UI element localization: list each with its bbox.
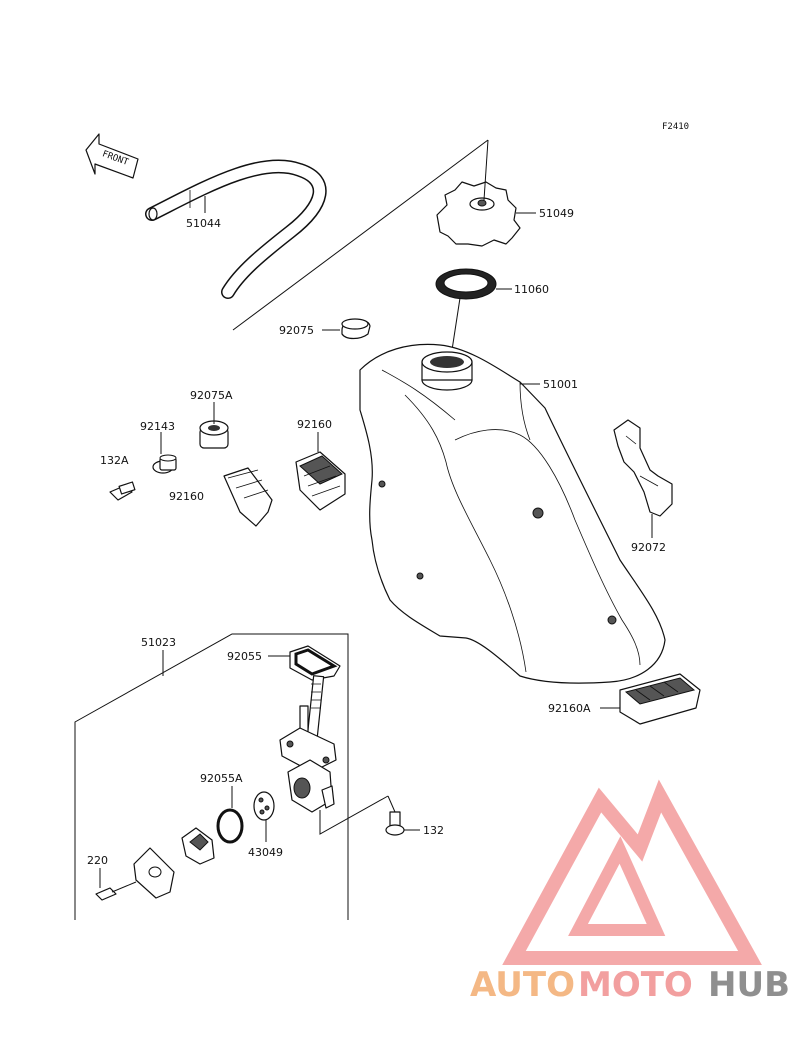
watermark-moto: MOTO: [578, 965, 693, 1005]
fuel-tank: [359, 343, 666, 684]
rubber-mid: [295, 451, 346, 511]
label-92075A: 92075A: [190, 389, 233, 402]
fuel-screen: [253, 791, 275, 821]
label-92075: 92075: [279, 324, 314, 337]
rubber-bottom: [619, 673, 701, 725]
label-92055: 92055: [227, 650, 262, 663]
diagram-code: F2410: [662, 122, 689, 132]
cock-lever: [181, 827, 215, 865]
label-92143: 92143: [140, 420, 175, 433]
cock-plate: [133, 847, 175, 899]
collar: [152, 454, 177, 474]
watermark-hub: HUB: [708, 965, 790, 1005]
label-11060: 11060: [514, 283, 549, 296]
label-220: 220: [87, 854, 108, 867]
rubber-small: [223, 467, 273, 527]
damper-top: [199, 420, 229, 449]
label-51001: 51001: [543, 378, 578, 391]
fuel-cock: [279, 675, 337, 813]
label-132A: 132A: [100, 454, 129, 467]
label-51044: 51044: [186, 217, 221, 230]
label-51049: 51049: [539, 207, 574, 220]
automotohub-logo: AUTO MOTO HUB: [470, 779, 790, 1005]
bolt-132: [385, 795, 405, 836]
label-92072: 92072: [631, 541, 666, 554]
label-92160-small: 92160: [169, 490, 204, 503]
label-43049: 43049: [248, 846, 283, 859]
fuel-hose: [145, 159, 327, 299]
label-92055A: 92055A: [200, 772, 243, 785]
front-arrow-icon: FRONT: [85, 133, 139, 179]
plug: [341, 318, 371, 340]
cock-gasket: [289, 645, 341, 681]
fuel-cap: [436, 181, 521, 247]
watermark-auto: AUTO: [470, 965, 575, 1005]
label-92160A: 92160A: [548, 702, 591, 715]
label-51023: 51023: [141, 636, 176, 649]
rubber-strap: [613, 419, 673, 517]
screw-220: [95, 881, 137, 901]
o-ring: [216, 808, 244, 844]
bolt-132A: [109, 481, 136, 501]
label-92160-mid: 92160: [297, 418, 332, 431]
label-132: 132: [423, 824, 444, 837]
cap-gasket: [435, 268, 497, 300]
